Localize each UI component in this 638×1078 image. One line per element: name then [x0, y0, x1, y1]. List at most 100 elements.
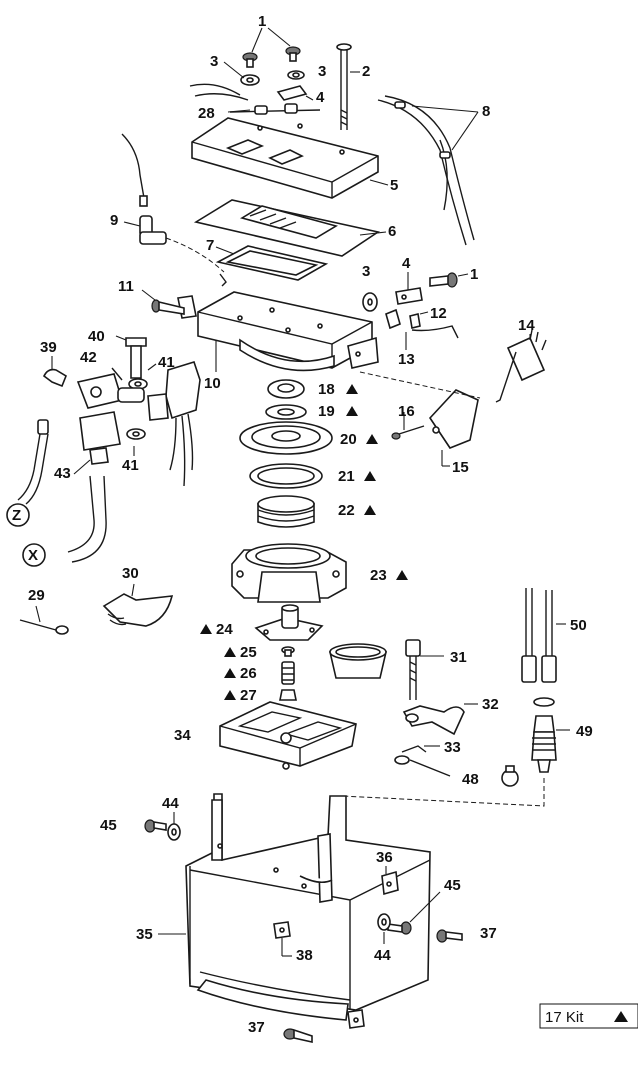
label-32: 32 [482, 696, 499, 713]
label-39: 39 [40, 339, 57, 356]
gasket-7 [215, 245, 329, 281]
electrode-49 [531, 715, 570, 773]
screw-45-left [144, 819, 167, 833]
label-3c: 3 [362, 263, 370, 280]
label-1b: 1 [470, 266, 478, 283]
solenoid-43 [73, 411, 121, 475]
kit-legend: 17 Kit [539, 1003, 638, 1029]
rod-2 [336, 43, 360, 130]
bracket-36 [381, 866, 399, 896]
label-15: 15 [452, 459, 469, 476]
label-45b: 45 [444, 877, 461, 894]
washer-41-bottom [126, 428, 146, 456]
label-10: 10 [204, 375, 221, 392]
label-31: 31 [450, 649, 467, 666]
cable-8 [377, 95, 479, 246]
elbow-fitting-9 [123, 215, 227, 287]
label-41a: 41 [158, 354, 175, 371]
screw-37-bottom [283, 1028, 313, 1043]
label-7: 7 [206, 237, 214, 254]
label-28: 28 [198, 105, 215, 122]
label-11: 11 [118, 278, 134, 295]
washer-3-right [362, 292, 378, 312]
kit-triangle-markers [200, 384, 408, 700]
label-42: 42 [80, 349, 97, 366]
washer-44-left [167, 812, 181, 841]
nut-27 [279, 689, 297, 701]
label-9: 9 [110, 212, 118, 229]
screw-11 [141, 289, 185, 315]
elbow-39 [42, 356, 67, 388]
label-49: 49 [576, 723, 593, 740]
spring-29 [19, 605, 69, 635]
label-X: X [28, 547, 38, 564]
label-23: 23 [370, 567, 387, 584]
label-45a: 45 [100, 817, 117, 834]
washer-49 [533, 697, 555, 707]
ref-marker-z [6, 503, 30, 527]
label-16: 16 [398, 403, 415, 420]
label-37a: 37 [480, 925, 497, 942]
ref-marker-x [22, 543, 46, 567]
label-43: 43 [54, 465, 71, 482]
washers-3-top [223, 61, 305, 86]
label-26: 26 [240, 665, 257, 682]
label-44b: 44 [374, 947, 391, 964]
spring-26 [281, 661, 295, 685]
ring-21 [249, 463, 323, 489]
spring-22 [257, 495, 315, 528]
screw-1-right [429, 272, 469, 288]
label-38: 38 [296, 947, 313, 964]
bracket-4-right [395, 272, 423, 305]
lever-30 [102, 583, 174, 627]
cup [328, 643, 388, 679]
screw-37-right [436, 929, 463, 943]
label-6: 6 [388, 223, 396, 240]
valve-body-42 [76, 367, 145, 409]
part-labels: 1 1 2 3 3 3 4 4 5 6 7 8 9 10 11 12 13 14… [12, 13, 593, 1036]
spring-33 [394, 745, 451, 777]
pin-31 [405, 639, 444, 700]
label-4b: 4 [402, 255, 411, 272]
clip-4 [276, 85, 314, 101]
label-13: 13 [398, 351, 415, 368]
base-34 [219, 701, 357, 770]
wire-top-left [121, 133, 148, 207]
washer-19 [265, 404, 307, 420]
screws-1-top [242, 27, 301, 68]
label-20: 20 [340, 431, 357, 448]
frame-35 [158, 793, 431, 1029]
label-35: 35 [136, 926, 153, 943]
cap-48 [501, 765, 519, 787]
label-48: 48 [462, 771, 479, 788]
label-18: 18 [318, 381, 335, 398]
kit-legend-triangle [614, 1011, 628, 1022]
part-13 [405, 325, 459, 350]
body-10 [177, 291, 379, 372]
label-8: 8 [482, 103, 490, 120]
label-14: 14 [518, 317, 535, 334]
label-Z: Z [12, 507, 21, 524]
washer-44-right [377, 913, 391, 944]
label-44a: 44 [162, 795, 179, 812]
label-19: 19 [318, 403, 335, 420]
label-5: 5 [390, 177, 398, 194]
wires-28 [189, 83, 321, 115]
valve-24 [254, 604, 324, 641]
screw-45-right [387, 891, 441, 935]
label-12: 12 [430, 305, 447, 322]
plate-6 [193, 199, 387, 257]
dash-guide-right [359, 371, 481, 399]
coil-connector [147, 361, 201, 487]
label-4a: 4 [316, 89, 325, 106]
diaphragm-20 [239, 421, 333, 455]
label-34: 34 [174, 727, 191, 744]
housing-23 [231, 543, 347, 603]
lever-32 [402, 703, 478, 736]
kit-legend-label: 17 Kit [545, 1009, 584, 1026]
cable-50 [521, 588, 566, 683]
label-50: 50 [570, 617, 587, 634]
label-21: 21 [338, 468, 355, 485]
cover-5 [191, 117, 389, 199]
